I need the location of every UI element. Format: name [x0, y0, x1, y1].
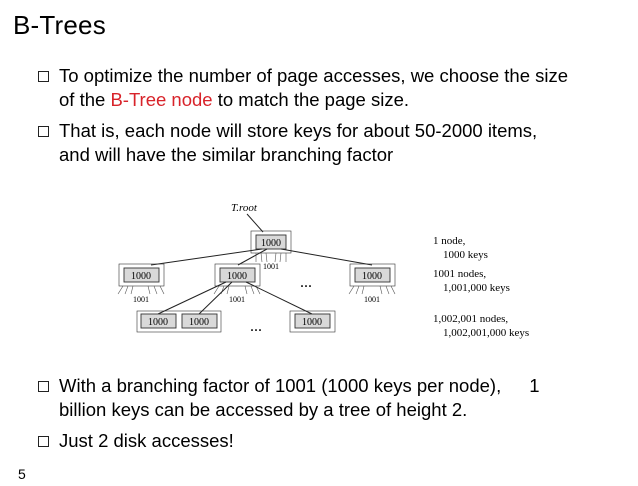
slide-title: B-Trees [13, 10, 106, 40]
level2-node-2 [181, 313, 218, 329]
page-number: 5 [18, 466, 26, 482]
level1-node-2-frame [214, 263, 261, 287]
level1-node-3-children: 1001 [364, 295, 380, 304]
edge-l1-to-l2-b [198, 281, 233, 315]
bullet-3-text: With a branching factor of 1001 (1000 ke… [59, 374, 540, 422]
bullet-2-text: That is, each node will store keys for a… [59, 119, 537, 167]
bullet-3-line-1-main: With a branching factor of 1001 (1000 ke… [59, 375, 502, 396]
level1-ellipsis: ... [300, 274, 312, 291]
bullet-box-icon [38, 436, 49, 447]
level1-node-3-label: 1000 [362, 271, 382, 282]
level1-node-2 [219, 267, 256, 283]
annotation-1-line-1: 1 node, [433, 235, 466, 247]
bullet-2-line-1: That is, each node will store keys for a… [59, 120, 538, 141]
annotation-3-line-1: 1,002,001 nodes, [433, 313, 508, 325]
bullet-1-line-1: To optimize the number of page accesses,… [59, 65, 569, 86]
bullet-3-line-1-tail: 1 [529, 375, 540, 396]
level1-node-3-fan [348, 285, 396, 295]
bullet-3: With a branching factor of 1001 (1000 ke… [38, 374, 540, 422]
bullet-3-line-1: With a branching factor of 1001 (1000 ke… [59, 374, 540, 398]
root-children-label: 1001 [263, 262, 279, 271]
edge-root-right [280, 248, 373, 266]
level1-node-1-fan [117, 285, 165, 295]
bullet-3-line-2: billion keys can be accessed by a tree o… [59, 399, 468, 420]
annotation-2-line-2: 1,001,000 keys [443, 282, 510, 294]
level2-node-2-label: 1000 [189, 317, 209, 328]
bullet-4: Just 2 disk accesses! [38, 429, 234, 453]
bullet-box-icon [38, 126, 49, 137]
root-pointer-arrow [246, 213, 264, 233]
bullet-4-line-1: Just 2 disk accesses! [59, 430, 234, 451]
bullet-1-text: To optimize the number of page accesses,… [59, 64, 568, 112]
level2-node-1 [140, 313, 177, 329]
root-node-frame [250, 230, 292, 254]
bullet-box-icon [38, 381, 49, 392]
level2-node-3-label: 1000 [302, 317, 322, 328]
bullet-1-line-2: of the B-Tree node to match the page siz… [59, 88, 568, 112]
annotation-1-line-2: 1000 keys [443, 249, 488, 261]
level1-node-1-frame [118, 263, 165, 287]
level2-group-frame [136, 310, 222, 333]
bullet-1-highlight: B-Tree node [110, 89, 213, 110]
level1-node-1 [123, 267, 160, 283]
root-label: T.root [231, 202, 258, 214]
level1-node-2-children: 1001 [229, 295, 245, 304]
level1-node-1-children: 1001 [133, 295, 149, 304]
edge-l1-to-l2-a [157, 281, 227, 315]
level1-node-2-label: 1000 [227, 271, 247, 282]
bullet-2: That is, each node will store keys for a… [38, 119, 537, 167]
bullet-box-icon [38, 71, 49, 82]
annotation-2-line-1: 1001 nodes, [433, 268, 486, 280]
root-fan [255, 252, 287, 263]
edge-l1-to-l2-c [245, 281, 313, 315]
annotation-3-line-2: 1,002,001,000 keys [443, 327, 529, 339]
level1-node-2-fan [213, 285, 261, 295]
bullet-4-text: Just 2 disk accesses! [59, 429, 234, 453]
root-node-label: 1000 [261, 238, 281, 249]
bullet-2-line-2: and will have the similar branching fact… [59, 144, 394, 165]
edge-root-mid [237, 248, 268, 266]
level2-node-1-label: 1000 [148, 317, 168, 328]
level1-node-3-frame [349, 263, 396, 287]
level2-node-3-frame [289, 310, 336, 333]
bullet-1: To optimize the number of page accesses,… [38, 64, 568, 112]
edge-root-left [150, 248, 263, 266]
level2-ellipsis: ... [250, 318, 262, 335]
level2-node-3 [294, 313, 331, 329]
bullet-1-post: to match the page size. [212, 89, 410, 110]
bullet-1-pre: of the [59, 89, 111, 110]
root-node [255, 234, 287, 250]
level1-node-3 [354, 267, 391, 283]
level1-node-1-label: 1000 [131, 271, 151, 282]
